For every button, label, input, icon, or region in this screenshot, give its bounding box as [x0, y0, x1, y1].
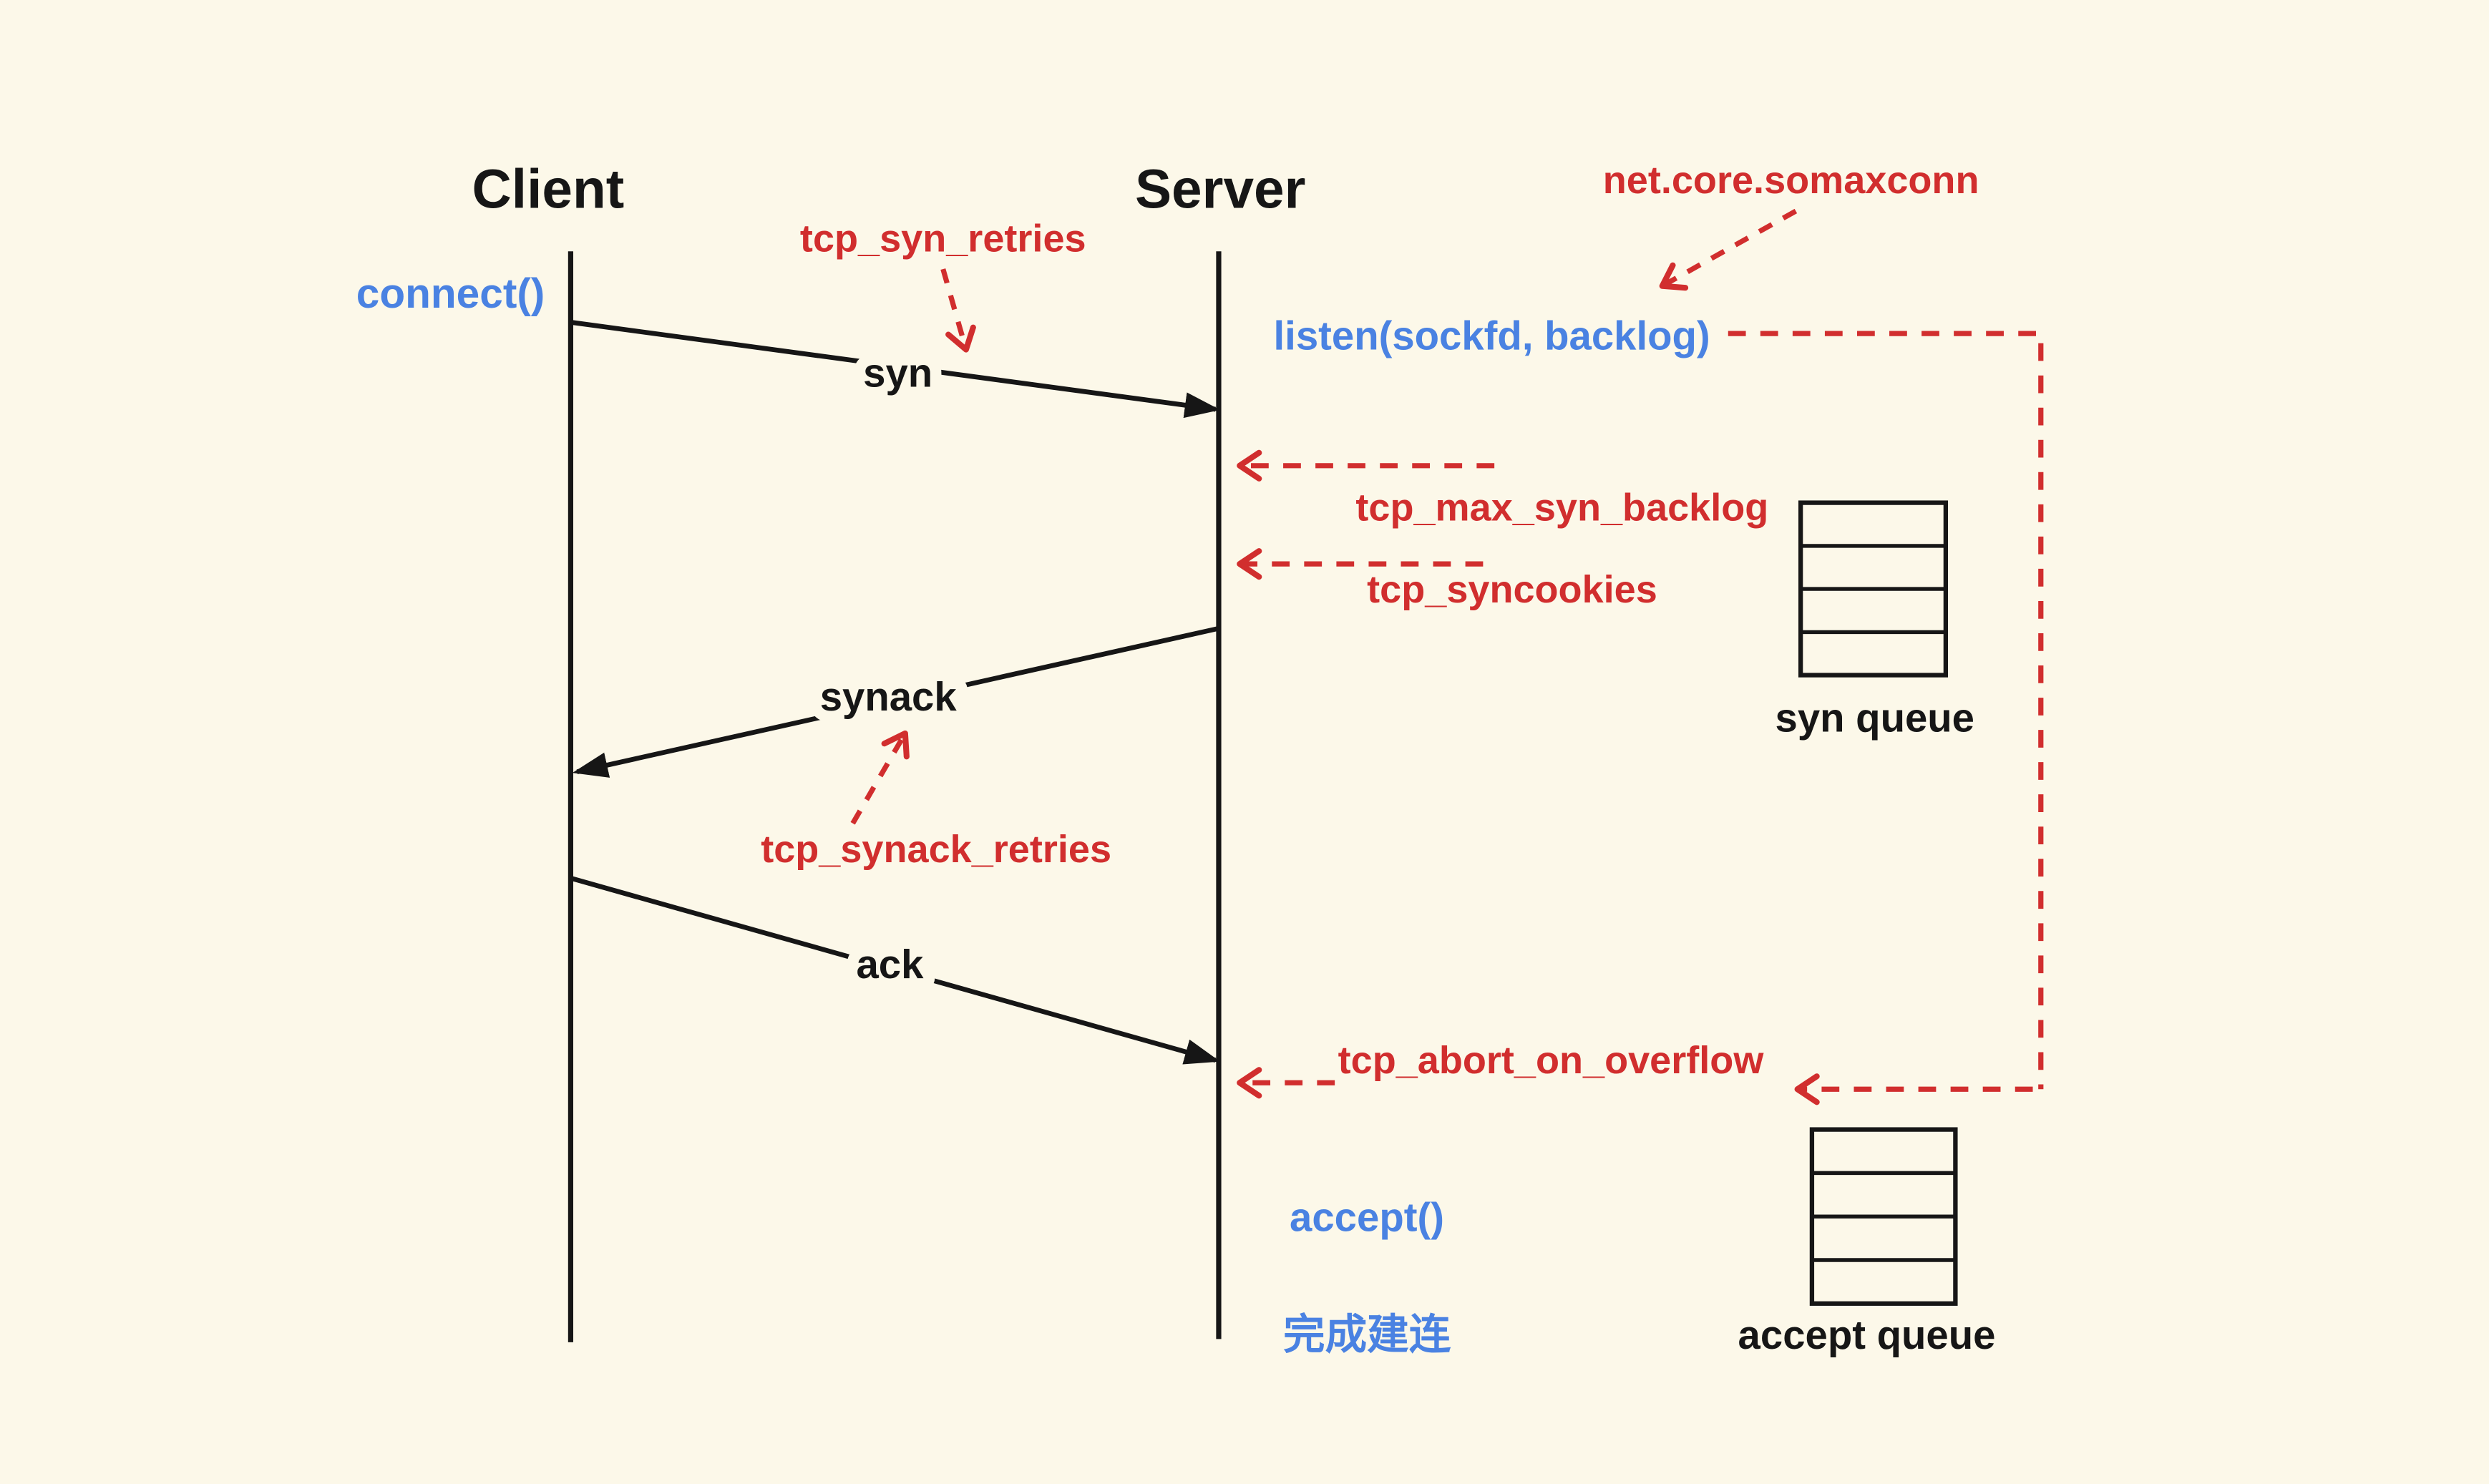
- syn-queue-box: [1798, 500, 1949, 678]
- syn-arrow: [570, 320, 1221, 419]
- syn-queue-label: syn queue: [1776, 695, 1974, 740]
- tcp-syncookies-label: tcp_syncookies: [1367, 568, 1657, 611]
- tcp-max-syn-backlog-label: tcp_max_syn_backlog: [1355, 486, 1768, 529]
- net-core-somaxconn-label: net.core.somaxconn: [1603, 159, 1979, 202]
- server-title: Server: [1135, 160, 1305, 220]
- listen-backlog-route-line: [1728, 331, 2044, 1090]
- synack-label: synack: [820, 674, 958, 719]
- tcp-synack-retries-label: tcp_synack_retries: [761, 828, 1111, 871]
- accept-queue-box: [1809, 1127, 1958, 1306]
- accept-queue-label: accept queue: [1738, 1312, 1996, 1357]
- synack-arrow: [572, 625, 1219, 778]
- client-title: Client: [472, 160, 625, 220]
- accept-label: accept(): [1290, 1194, 1444, 1239]
- established-label: 完成建连: [1283, 1312, 1451, 1358]
- tcp-synack-retries-arrow: [850, 730, 910, 825]
- connect-label: connect(): [356, 270, 545, 317]
- tcp-syn-retries-label: tcp_syn_retries: [800, 217, 1086, 260]
- tcp-abort-on-overflow-label: tcp_abort_on_overflow: [1338, 1039, 1765, 1082]
- listen-label: listen(sockfd, backlog): [1274, 313, 1710, 358]
- ack-label: ack: [856, 942, 924, 987]
- syn-label: syn: [863, 350, 932, 395]
- ack-arrow: [570, 876, 1220, 1065]
- tcp-syn-retries-arrow: [940, 268, 976, 353]
